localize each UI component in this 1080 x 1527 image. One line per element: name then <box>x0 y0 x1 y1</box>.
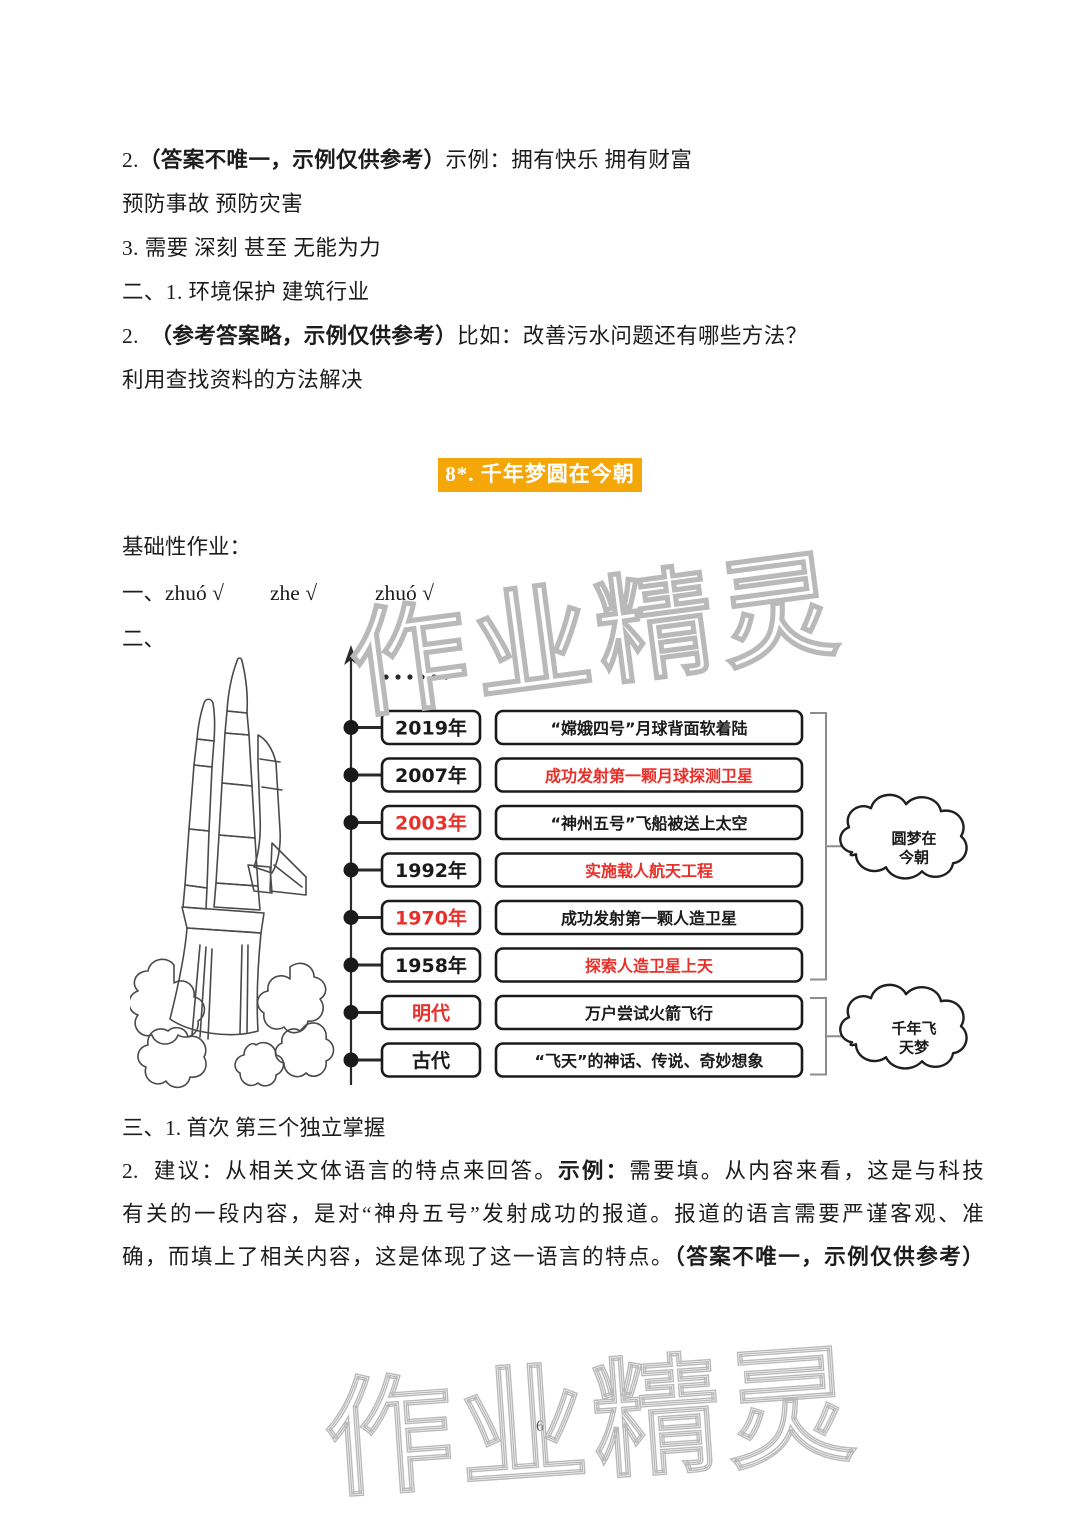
timeline-year-label: 2007年 <box>395 764 467 787</box>
timeline-event-box <box>494 994 804 1031</box>
timeline-year-box <box>380 1042 482 1078</box>
question-two-label: 二、 <box>122 627 166 651</box>
timeline-node-dot <box>343 720 359 735</box>
timeline-row: 1992年 实施载人航天工程 <box>343 852 804 888</box>
answers-bottom-block: 三、1. 首次 第三个独立掌握 2. 建议：从相关文体语言的特点来回答。示例：需… <box>122 1107 984 1279</box>
answer-line-bold: （答案不唯一，示例仅供参考） <box>138 148 446 172</box>
cloud-label-line2: 天梦 <box>899 1038 930 1056</box>
answer-line-rest: 示例：拥有快乐 拥有财富 <box>445 148 693 172</box>
timeline-node-dot <box>343 910 359 925</box>
basic-homework-heading: 基础性作业： <box>122 535 252 559</box>
answer-line-prefix: 2. 建议：从相关文体语言的特点来回答。 <box>122 1159 559 1183</box>
timeline-event-box <box>494 947 804 983</box>
answer-line-bold: 示例： <box>558 1159 630 1183</box>
timeline-node-dot <box>343 767 359 783</box>
timeline-node-dot <box>343 1052 359 1068</box>
timeline-node-dot <box>343 862 359 878</box>
cloud-label-line1: 圆梦在 <box>891 829 936 847</box>
timeline-row: 2019年 “嫦娥四号”月球背面软着陆 <box>343 709 804 746</box>
timeline-event-box <box>494 852 804 888</box>
timeline-row: 2007年 成功发射第一颗月球探测卫星 <box>343 757 804 793</box>
timeline-event-box <box>494 709 804 746</box>
timeline-event-label: 万户尝试火箭飞行 <box>584 1004 713 1023</box>
lesson-title-badge: 8*. 千年梦圆在今朝 <box>438 458 642 492</box>
axis-arrow-icon <box>344 645 358 665</box>
answer-line: 2. （参考答案略，示例仅供参考）比如：改善污水问题还有哪些方法？ <box>122 314 972 358</box>
answer-line-bold: （答案不唯一，示例仅供参考） <box>674 1245 984 1269</box>
timeline-diagram: 2019年 “嫦娥四号”月球背面软着陆 2007年 成功发射第一颗月球探测卫星 2003… <box>130 615 970 1095</box>
timeline-year-box <box>380 709 482 746</box>
timeline-row: 1958年 探索人造卫星上天 <box>343 947 804 983</box>
timeline-year-box <box>380 804 482 841</box>
timeline-event-box <box>494 757 804 793</box>
timeline-year-label: 明代 <box>412 1003 450 1025</box>
timeline-rows: 2019年 “嫦娥四号”月球背面软着陆 2007年 成功发射第一颗月球探测卫星 2003… <box>343 709 804 1078</box>
timeline-bracket <box>810 712 827 981</box>
timeline-year-label: 2019年 <box>395 717 467 740</box>
answer-line-rest: 需要填。从内容来看，这是与科技 <box>629 1159 984 1183</box>
lesson-title-wrapper: 8*. 千年梦圆在今朝 <box>0 458 1080 492</box>
timeline-event-box <box>494 1042 804 1078</box>
answer-line-prefix: 2. <box>122 148 139 172</box>
answer-line: 2. 建议：从相关文体语言的特点来回答。示例：需要填。从内容来看，这是与科技 <box>122 1150 984 1193</box>
answer-line: 3. 需要 深刻 甚至 无能为力 <box>122 236 382 260</box>
ellipsis-dots <box>383 674 449 680</box>
timeline-event-label: “嫦娥四号”月球背面软着陆 <box>550 719 747 738</box>
timeline-event-label: 成功发射第一颗人造卫星 <box>561 909 737 928</box>
timeline-event-label: 实施载人航天工程 <box>585 862 713 881</box>
timeline-row: 明代 万户尝试火箭飞行 <box>343 994 804 1031</box>
answer-line-rest: 确，而填上了相关内容，这是体现了这一语言的特点。 <box>122 1245 675 1269</box>
timeline-year-label: 2003年 <box>395 812 467 835</box>
pinyin-answer-1: zhuó √ <box>165 581 224 605</box>
answer-line: 有关的一段内容，是对“神舟五号”发射成功的报道。报道的语言需要严谨客观、准 <box>122 1202 984 1226</box>
answer-line-bold: （参考答案略，示例仅供参考） <box>150 324 458 348</box>
timeline-year-label: 1992年 <box>395 859 467 882</box>
answer-line: 三、1. 首次 第三个独立掌握 <box>122 1116 386 1140</box>
watermark-bottom: 作业精灵 <box>319 1330 866 1517</box>
timeline-node-dot <box>343 1005 359 1020</box>
question-one-label: 一、 <box>122 581 166 605</box>
cloud-icon <box>839 793 968 880</box>
answer-line: 利用查找资料的方法解决 <box>122 368 363 392</box>
pinyin-answer-3: zhuó √ <box>375 581 434 605</box>
answer-line: 二、1. 环境保护 建筑行业 <box>122 280 370 304</box>
cloud-label-line1: 千年飞 <box>891 1019 936 1037</box>
timeline-event-label: 成功发射第一颗月球探测卫星 <box>545 767 753 786</box>
answer-line-prefix: 2. <box>122 324 151 348</box>
section-headings-block: 基础性作业： 一、zhuó √zhe √zhuó √ 二、 <box>122 524 982 662</box>
timeline-year-label: 1970年 <box>395 907 467 930</box>
cloud-icon <box>839 983 968 1070</box>
page-number: 6 <box>536 1418 544 1435</box>
timeline-year-box <box>380 994 482 1031</box>
timeline-bracket <box>810 997 827 1076</box>
timeline-event-box <box>494 899 804 936</box>
timeline-row: 古代 “飞天”的神话、传说、奇妙想象 <box>343 1042 804 1078</box>
timeline-event-box <box>494 804 804 841</box>
pinyin-answer-2: zhe √ <box>269 581 317 605</box>
answer-line: 确，而填上了相关内容，这是体现了这一语言的特点。（答案不唯一，示例仅供参考） <box>122 1236 984 1279</box>
timeline-year-box <box>380 947 482 983</box>
timeline-year-box <box>380 899 482 936</box>
timeline-year-label: 1958年 <box>395 954 467 977</box>
timeline-year-box <box>380 852 482 888</box>
timeline-year-box <box>380 757 482 793</box>
answers-top-block: 2.（答案不唯一，示例仅供参考）示例：拥有快乐 拥有财富 预防事故 预防灾害 3… <box>122 138 972 402</box>
timeline-event-label: “飞天”的神话、传说、奇妙想象 <box>534 1052 763 1071</box>
timeline-year-label: 古代 <box>412 1049 450 1072</box>
answer-line: 2.（答案不唯一，示例仅供参考）示例：拥有快乐 拥有财富 <box>122 138 972 182</box>
timeline-event-label: “神州五号”飞船被送上太空 <box>550 814 747 833</box>
answer-line-rest: 比如：改善污水问题还有哪些方法？ <box>457 324 808 348</box>
question-one-row: 一、zhuó √zhe √zhuó √ <box>122 570 982 616</box>
timeline-event-label: 探索人造卫星上天 <box>585 957 714 976</box>
answer-line: 预防事故 预防灾害 <box>122 192 303 216</box>
timeline-node-dot <box>343 815 359 830</box>
timeline-row: 2003年 “神州五号”飞船被送上太空 <box>343 804 804 841</box>
rocket-icon <box>130 657 335 1089</box>
timeline-node-dot <box>343 957 359 973</box>
timeline-row: 1970年 成功发射第一颗人造卫星 <box>343 899 804 936</box>
cloud-label-line2: 今朝 <box>898 848 929 866</box>
